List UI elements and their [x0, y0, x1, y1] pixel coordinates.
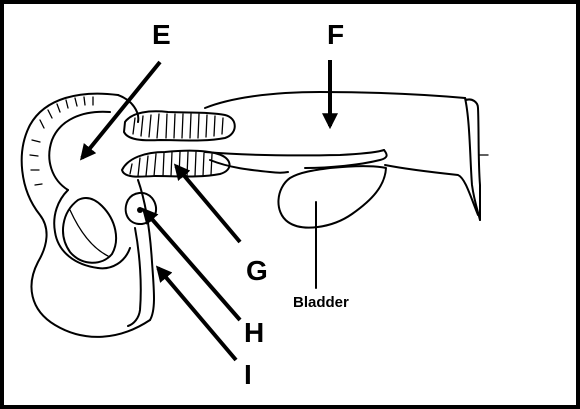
upper-striated-band	[124, 111, 235, 140]
label-H: H	[244, 317, 264, 348]
arrow-I	[158, 268, 236, 360]
label-G: G	[246, 255, 268, 286]
label-E: E	[152, 19, 171, 50]
label-I: I	[244, 359, 252, 390]
tube-structure	[205, 92, 488, 220]
label-F: F	[327, 19, 344, 50]
lower-striated-band	[122, 151, 230, 177]
uterus-outline	[22, 94, 150, 337]
arrow-E	[82, 62, 160, 158]
canal-outline	[128, 180, 154, 326]
label-bladder: Bladder	[293, 294, 349, 311]
bladder-outline	[278, 166, 386, 227]
arrow-G	[176, 166, 240, 242]
